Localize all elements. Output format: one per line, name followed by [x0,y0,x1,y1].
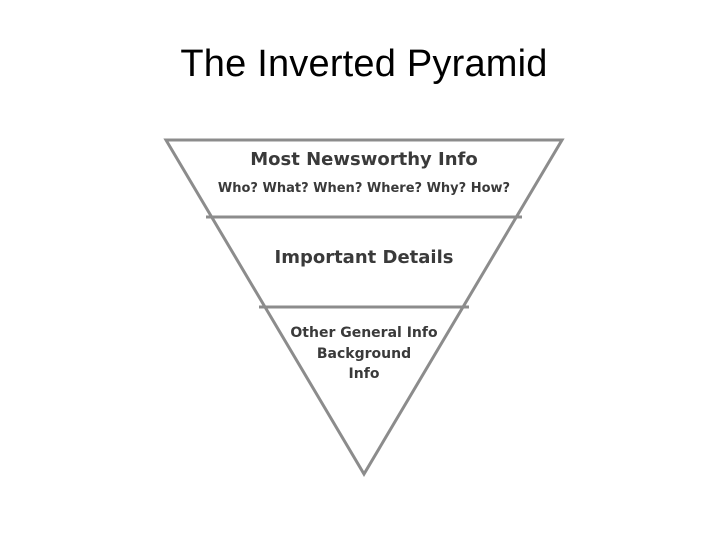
bottom-tier-line-1: Other General Info [290,325,438,341]
slide-title: The Inverted Pyramid [180,43,548,85]
bottom-tier-line-2: Background [317,346,411,362]
top-tier-heading: Most Newsworthy Info [250,149,477,170]
top-tier-subheading: Who? What? When? Where? Why? How? [218,181,510,196]
bottom-tier-line-3: Info [349,366,380,382]
middle-tier-heading: Important Details [275,247,454,268]
